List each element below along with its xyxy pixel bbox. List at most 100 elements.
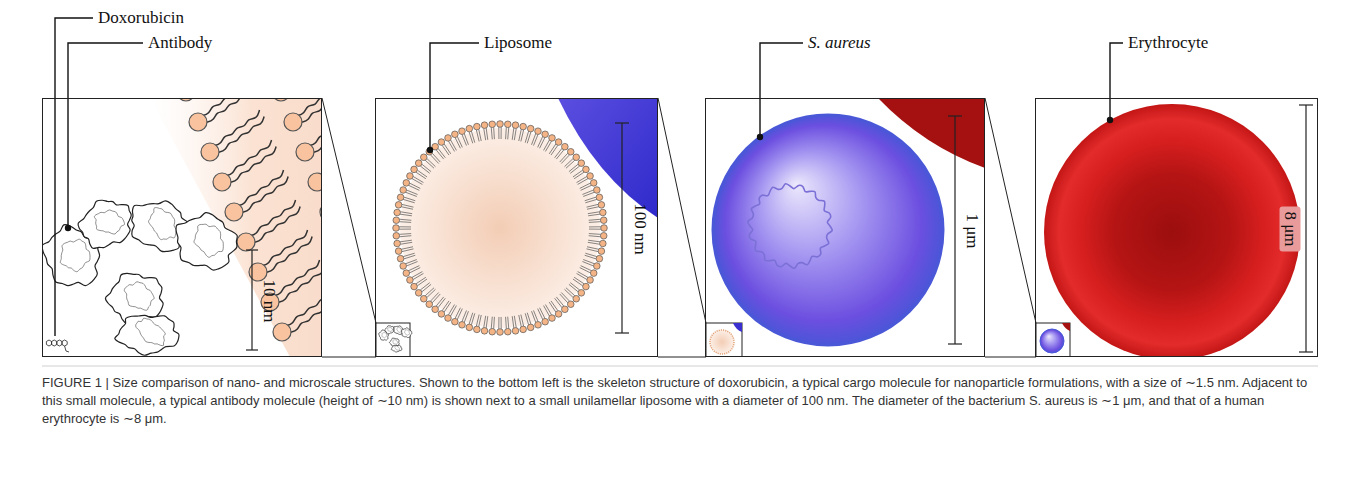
scale-bar: [615, 123, 629, 333]
lipid-tail: [402, 249, 414, 252]
lipid-tail: [549, 302, 556, 312]
lipid-head: [535, 322, 542, 329]
lipid-tail: [416, 277, 426, 284]
leader-dot: [65, 225, 71, 231]
lipid-head: [600, 209, 607, 216]
lipid-tail: [580, 183, 591, 188]
antibody-fold: [149, 208, 177, 240]
lipid-head: [520, 123, 527, 130]
lipid-tail: [585, 199, 597, 202]
lipid-head: [400, 263, 407, 270]
lipid-head: [596, 255, 603, 262]
lipid-tail: [399, 221, 411, 223]
lipid-tail: [464, 311, 468, 322]
lipid-head: [578, 290, 585, 297]
lipid-tail: [400, 214, 412, 216]
lipid-head: [587, 173, 594, 180]
lipid-tail: [532, 311, 536, 322]
lipid-head: [415, 290, 422, 297]
lipid-head: [452, 131, 459, 138]
lipid-tail: [587, 204, 599, 207]
doxorubicin-ring: [52, 340, 57, 346]
lipid-tail: [427, 158, 436, 166]
lipid-tail: [574, 172, 584, 179]
lipid-tail: [410, 268, 421, 273]
lipid-tail: [476, 315, 479, 327]
lipid-tail: [560, 294, 568, 303]
lipid-head: [600, 217, 607, 224]
lipid-head: [395, 248, 402, 255]
lipid-head: [459, 128, 466, 135]
liposome-core: [400, 128, 600, 328]
antibody-domain: [401, 328, 411, 338]
lipid-tail: [498, 127, 499, 139]
callout-label: Erythrocyte: [1128, 33, 1208, 53]
lipid-tail: [448, 141, 454, 151]
lipid-head: [397, 255, 404, 262]
lipid-tail: [425, 288, 434, 296]
callout-label: Liposome: [484, 33, 552, 53]
lipid-tail: [525, 313, 528, 325]
liposome-bilayer: [393, 121, 608, 336]
lipid-head: [527, 125, 534, 132]
lipid-tail: [399, 236, 411, 237]
scale-label: 100 nm: [632, 203, 649, 254]
lipid-tail: [588, 242, 600, 244]
zoom-panel: 1 μm: [705, 98, 985, 357]
lipid-head: [527, 324, 534, 331]
leader-dot: [757, 134, 763, 140]
lipid-tail: [469, 313, 473, 324]
scale-label: 1 μm: [964, 213, 981, 248]
lipid-tail: [588, 212, 600, 214]
lipid-head: [562, 306, 569, 313]
callout-label: S. aureus: [808, 33, 871, 53]
lipid-tail: [588, 240, 600, 242]
lipid-tail: [514, 316, 516, 328]
lipid-tail: [545, 305, 551, 315]
lipid-head: [583, 283, 590, 290]
lipid-tail: [589, 226, 601, 227]
lipid-tail: [521, 315, 524, 327]
lipid-tail: [442, 301, 449, 311]
scale-label: 8 μm: [1280, 206, 1301, 251]
scale-label: 10 nm: [261, 280, 278, 323]
lipid-tail: [498, 317, 499, 329]
lipid-tail: [399, 233, 411, 235]
lipid-head: [573, 295, 580, 302]
lipid-head: [555, 139, 562, 146]
lipid-head: [578, 160, 585, 167]
lipid-head: [432, 306, 439, 313]
lipid-tail: [403, 253, 415, 256]
lipid-tail: [493, 127, 495, 139]
leader-dot: [427, 147, 433, 153]
lipid-tail: [588, 214, 600, 216]
leader-line: [760, 43, 803, 137]
lipid-head: [542, 131, 549, 138]
lipid-tail: [512, 128, 514, 140]
lipid-tail: [581, 266, 592, 271]
lipid-head: [562, 143, 569, 150]
lipid-tail: [582, 190, 593, 195]
panel-two-art: [376, 98, 658, 357]
lipid-tail: [399, 219, 411, 220]
leader-line: [68, 43, 143, 228]
lipid-tail: [519, 315, 522, 327]
lipid-head: [489, 121, 496, 128]
lipid-tail: [413, 273, 423, 279]
lipid-tail: [569, 284, 578, 292]
lipid-head: [397, 194, 404, 201]
lipid-tail: [544, 306, 550, 316]
lipid-head: [504, 328, 511, 335]
lipid-tail: [476, 130, 479, 142]
lipid-tail: [570, 166, 579, 173]
bacterium-mini-edge: [733, 323, 742, 332]
lipid-tail: [206, 98, 252, 122]
lipid-tail: [587, 207, 599, 210]
lipid-head: [420, 295, 427, 302]
doxorubicin-sugar: [65, 346, 69, 352]
scale-bar: [948, 116, 962, 344]
doxorubicin-ring: [46, 340, 51, 346]
lipid-tail: [462, 134, 467, 145]
lipid-head: [415, 160, 422, 167]
lipid-tail: [587, 247, 599, 250]
